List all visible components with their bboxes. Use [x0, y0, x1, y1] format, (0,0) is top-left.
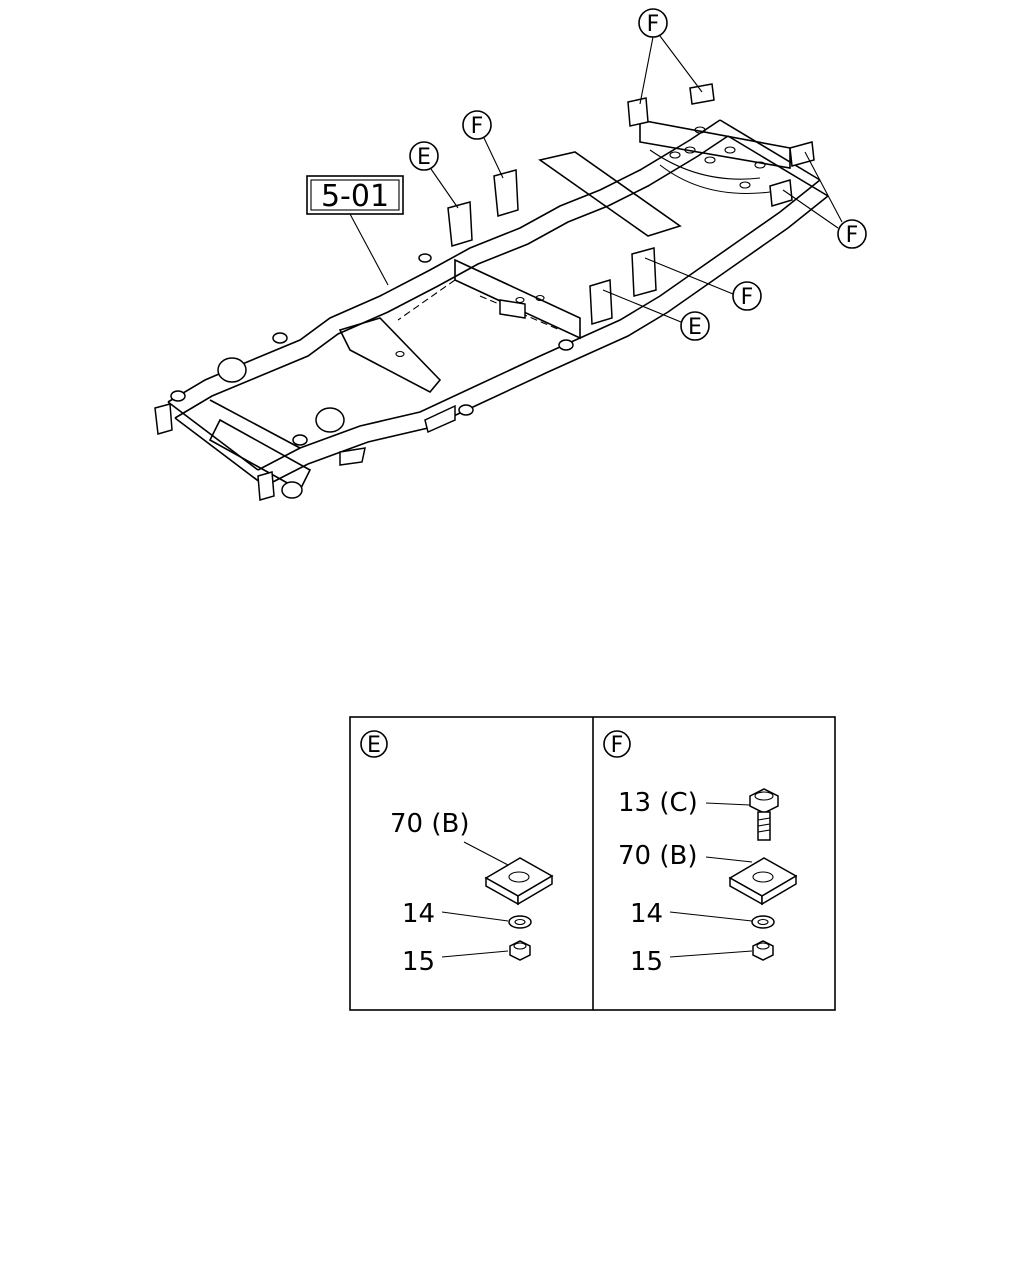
chassis-frame-drawing: [154, 83, 829, 501]
svg-text:E: E: [688, 315, 702, 340]
panel-e-part-70b-label: 70 (B): [390, 809, 469, 839]
svg-text:F: F: [647, 12, 660, 37]
front-suspension: [154, 253, 574, 501]
callout-f-top[interactable]: F: [638, 8, 703, 105]
callout-f-mid[interactable]: F: [644, 257, 762, 311]
reference-label: 5-01: [321, 179, 389, 214]
svg-text:E: E: [417, 145, 431, 170]
callout-f-right[interactable]: F: [782, 151, 867, 249]
reference-5-01[interactable]: 5-01: [306, 175, 404, 286]
callout-f-left[interactable]: F: [462, 110, 504, 179]
panel-e-part-15-label: 15: [402, 947, 435, 977]
panel-f-part-70b-label: 70 (B): [618, 841, 697, 871]
bolt-part[interactable]: [749, 788, 779, 841]
panel-f-letter: F: [611, 733, 624, 758]
square-washer-part-f[interactable]: [728, 857, 798, 906]
panel-e-part-14-label: 14: [402, 899, 435, 929]
panel-f-part-15-label: 15: [630, 947, 663, 977]
detail-panel-e: E 70 (B) 14 15: [360, 730, 554, 977]
panel-e-letter: E: [367, 733, 381, 758]
callout-e-mid[interactable]: E: [602, 289, 710, 341]
svg-text:F: F: [846, 223, 859, 248]
panel-f-part-13c-label: 13 (C): [618, 788, 698, 818]
square-washer-part[interactable]: [484, 857, 554, 906]
svg-text:F: F: [471, 114, 484, 139]
panel-f-part-14-label: 14: [630, 899, 663, 929]
washer-part-f[interactable]: [751, 915, 775, 929]
detail-box: [349, 716, 836, 1011]
detail-panel-f: F 13 (C) 70 (B) 14 15: [603, 730, 798, 977]
nut-part-f[interactable]: [752, 940, 774, 961]
frame-holes: [395, 126, 766, 358]
washer-part[interactable]: [508, 915, 532, 929]
callout-e-left[interactable]: E: [409, 141, 459, 209]
svg-text:F: F: [741, 285, 754, 310]
nut-part[interactable]: [509, 940, 531, 961]
